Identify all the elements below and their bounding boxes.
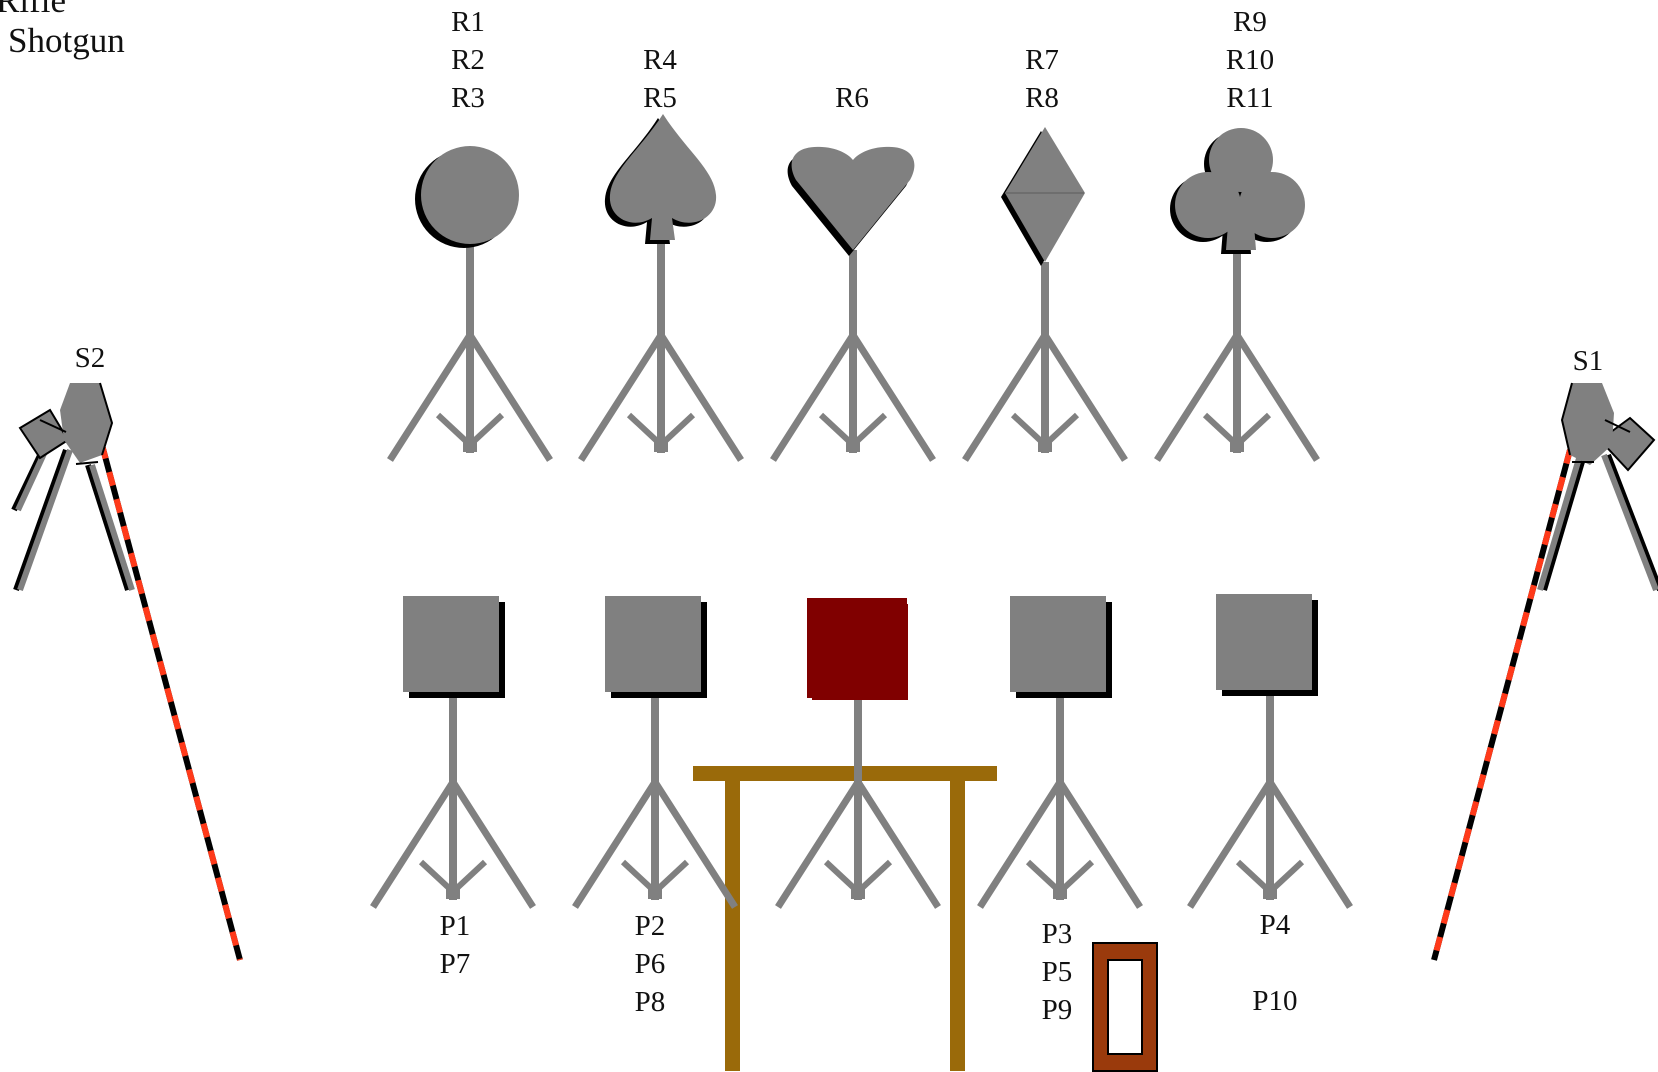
pistol-target-3 [778,598,938,907]
station-label: S2 [75,342,106,374]
pistol-target-5: P4 P10 [1190,594,1350,1017]
pistol-target-2: P2 P6 P8 [575,596,735,1018]
rifle-target-spade: R4 R5 [581,44,741,460]
pistol-label: P3 [1042,918,1073,950]
pistol-target-1: P1 P7 [373,596,533,980]
rifle-label: R11 [1226,82,1273,114]
pistol-label: P5 [1042,956,1073,988]
pistol-label: P4 [1260,909,1291,941]
legend-shotgun: Shotgun [8,21,125,60]
pistol-label: P2 [635,910,666,942]
steel-plate [605,596,701,692]
spade-target [609,114,717,240]
rifle-label: R3 [451,82,485,114]
pistol-target-4: P3 P5 P9 [980,596,1140,1026]
heart-target [791,146,915,250]
rifle-label: R5 [643,82,677,114]
station-label: S1 [1573,345,1604,377]
rifle-label: R7 [1025,44,1059,76]
rifle-target-circle: R1 R2 R3 [390,6,550,460]
pistol-label: P1 [440,910,471,942]
table [693,766,997,1071]
rifle-label: R9 [1233,6,1267,38]
shotgun-station-s2: S2 [11,342,243,961]
legend-rifle: Rifle [0,0,66,20]
pistol-label: P8 [635,986,666,1018]
circle-target [421,146,519,244]
rifle-label: R8 [1025,82,1059,114]
shotgun-station-s1: S1 [1431,345,1658,961]
pistol-label: P10 [1252,985,1297,1017]
steel-plate [1010,596,1106,692]
rifle-label: R2 [451,44,485,76]
starting-box [1092,942,1158,1072]
rifle-label: R4 [643,44,677,76]
steel-plate [1216,594,1312,690]
rifle-label: R6 [835,82,869,114]
rifle-target-club: R9 R10 R11 [1157,6,1317,460]
rifle-target-heart: R6 [773,82,933,460]
rifle-label: R1 [451,6,485,38]
rifle-label: R10 [1226,44,1274,76]
rifle-target-diamond: R7 R8 [965,44,1125,460]
pistol-label: P6 [635,948,666,980]
steel-plate [403,596,499,692]
steel-plate-highlighted [812,604,908,700]
diamond-target [1005,127,1085,262]
pistol-label: P7 [440,948,471,980]
pistol-label: P9 [1042,994,1073,1026]
club-target [1175,128,1305,250]
